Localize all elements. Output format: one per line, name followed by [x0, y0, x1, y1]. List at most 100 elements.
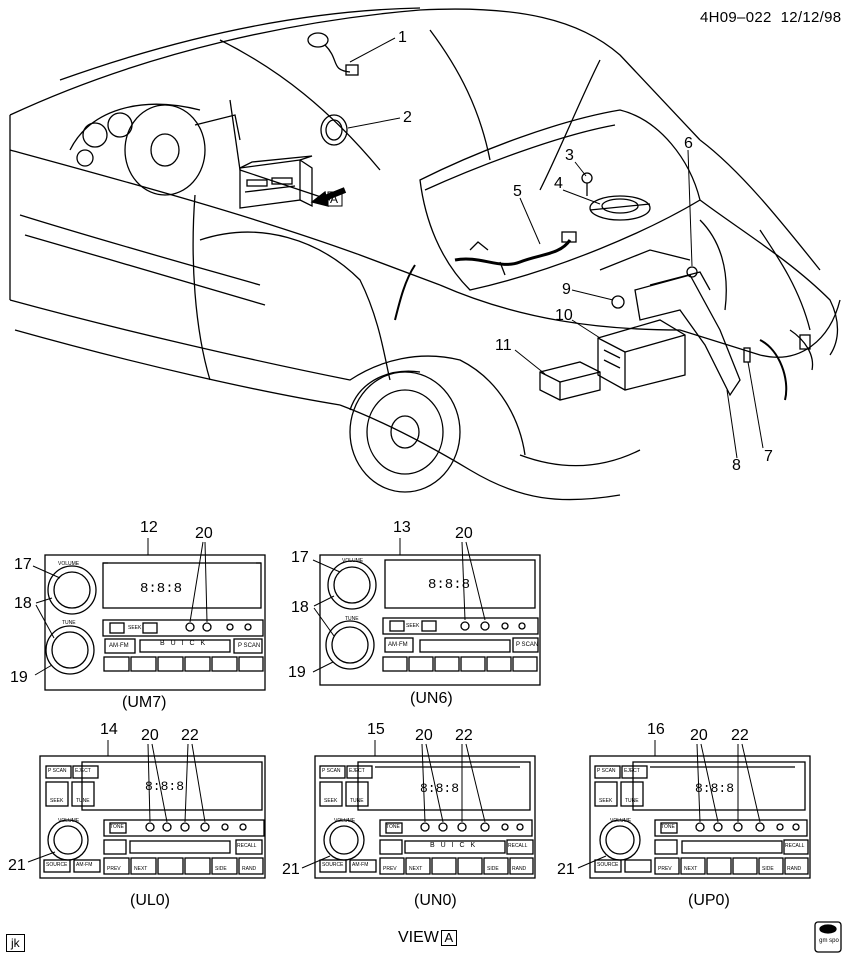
svg-text:8:8:8: 8:8:8: [695, 781, 734, 796]
gm-spo-logo-text: gm spo: [819, 938, 839, 944]
callout-4: 4: [554, 175, 563, 192]
un0-recall: RECALL: [508, 843, 528, 849]
up0-tune: TUNE: [625, 798, 639, 804]
part-3-screw: [581, 172, 593, 196]
leader-lines-top: [347, 37, 764, 459]
drawing-header: 4H09–022 12/12/98: [700, 9, 841, 26]
up0-side: SIDE: [762, 866, 774, 872]
callout-20-um7: 20: [195, 525, 213, 542]
callout-22-un0: 22: [455, 727, 473, 744]
un0-next: NEXT: [409, 866, 423, 872]
callout-21-up0: 21: [557, 861, 575, 878]
radio-up0-face: 8:8:8: [589, 755, 811, 879]
part-9-nut: [611, 295, 625, 309]
un6-scan: P SCAN: [516, 642, 539, 648]
svg-text:8:8:8: 8:8:8: [420, 781, 459, 796]
part-8-bracket: [634, 271, 741, 397]
un0-rand: RAND: [512, 866, 527, 872]
un0-volume: VOLUME: [334, 818, 356, 824]
ul0-tune: TUNE: [76, 798, 90, 804]
radio-un6-leaders: [312, 538, 486, 673]
up0-volume: VOLUME: [610, 818, 632, 824]
un0-amfm: AM·FM: [352, 862, 369, 868]
ul0-side: SIDE: [215, 866, 227, 872]
un6-seek-label: SEEK: [406, 623, 420, 629]
view-label-letter: A: [440, 930, 457, 946]
callout-18-un6: 18: [291, 599, 309, 616]
un0-brand: B U I C K: [430, 842, 478, 849]
up0-rand: RAND: [787, 866, 802, 872]
dash-radio: [239, 155, 313, 209]
view-label-text: VIEW: [398, 929, 439, 946]
callout-20-up0: 20: [690, 727, 708, 744]
svg-text:8:8:8: 8:8:8: [140, 581, 182, 597]
up0-eject: EJECT: [624, 768, 640, 774]
un0-source: SOURCE: [322, 862, 344, 868]
ul0-recall: RECALL: [237, 843, 257, 849]
radio-up0-leaders: [577, 740, 761, 869]
um7-scan: P SCAN: [238, 643, 261, 649]
callout-8: 8: [732, 457, 741, 474]
callout-11: 11: [495, 337, 512, 354]
callout-17-um7: 17: [14, 556, 32, 573]
callout-7: 7: [764, 448, 773, 465]
part-7-connector: [743, 339, 788, 401]
un0-eject: EJECT: [349, 768, 365, 774]
un0-tone: TONE: [386, 824, 400, 830]
callout-5: 5: [513, 183, 522, 200]
ul0-tone: TONE: [110, 824, 124, 830]
trunk-interior: [599, 219, 814, 371]
drawing-date: 12/12/98: [780, 9, 842, 26]
callout-2: 2: [403, 109, 412, 126]
radio-um7-leaders: [32, 538, 208, 676]
un0-tune: TUNE: [350, 798, 364, 804]
callout-19-un6: 19: [288, 664, 306, 681]
un6-volume-label: VOLUME: [342, 558, 364, 564]
ul0-seek: SEEK: [50, 798, 64, 804]
dashboard: [69, 103, 241, 196]
ul0-rand: RAND: [242, 866, 257, 872]
part-1-tweeter: [307, 32, 359, 76]
ul0-scan: P SCAN: [48, 768, 67, 774]
radio-um7-face: 8:8:8: [44, 554, 266, 691]
callout-10: 10: [555, 307, 573, 324]
part-4-rear-speaker: [589, 195, 651, 221]
radio-un0-face: 8:8:8: [314, 755, 536, 879]
caption-un0: (UN0): [414, 892, 457, 909]
ul0-next: NEXT: [134, 866, 148, 872]
um7-volume-label: VOLUME: [58, 561, 80, 567]
un0-scan: P SCAN: [322, 768, 341, 774]
up0-prev: PREV: [658, 866, 672, 872]
um7-tune-label: TUNE: [62, 620, 76, 626]
part-5-harness: [394, 231, 577, 321]
callout-19-um7: 19: [10, 669, 28, 686]
radio-un6-face: 8:8:8: [319, 554, 541, 686]
radio-ul0-face: 8:8:8: [39, 755, 266, 879]
car-body-outline: [9, 7, 841, 501]
callout-1: 1: [398, 29, 407, 46]
callout-15: 15: [367, 721, 385, 738]
un0-prev: PREV: [383, 866, 397, 872]
up0-source: SOURCE: [597, 862, 619, 868]
callout-17-un6: 17: [291, 549, 309, 566]
view-a-marker: A: [330, 192, 339, 206]
callout-22-up0: 22: [731, 727, 749, 744]
callout-12: 12: [140, 519, 158, 536]
ul0-eject: EJECT: [75, 768, 91, 774]
um7-seek-label: SEEK: [128, 625, 142, 631]
callout-21-ul0: 21: [8, 857, 26, 874]
callout-18-um7: 18: [14, 595, 32, 612]
ul0-source: SOURCE: [46, 862, 68, 868]
up0-scan: P SCAN: [597, 768, 616, 774]
um7-brand: B U I C K: [160, 640, 208, 647]
ul0-prev: PREV: [107, 866, 121, 872]
rear-wheel: [349, 370, 461, 493]
callout-20-un6: 20: [455, 525, 473, 542]
callout-3: 3: [565, 147, 574, 164]
up0-tone: TONE: [661, 824, 675, 830]
callout-14: 14: [100, 721, 118, 738]
part-10-cd-changer: [597, 319, 686, 391]
up0-next: NEXT: [684, 866, 698, 872]
caption-um7: (UM7): [122, 694, 167, 711]
callout-20-un0: 20: [415, 727, 433, 744]
